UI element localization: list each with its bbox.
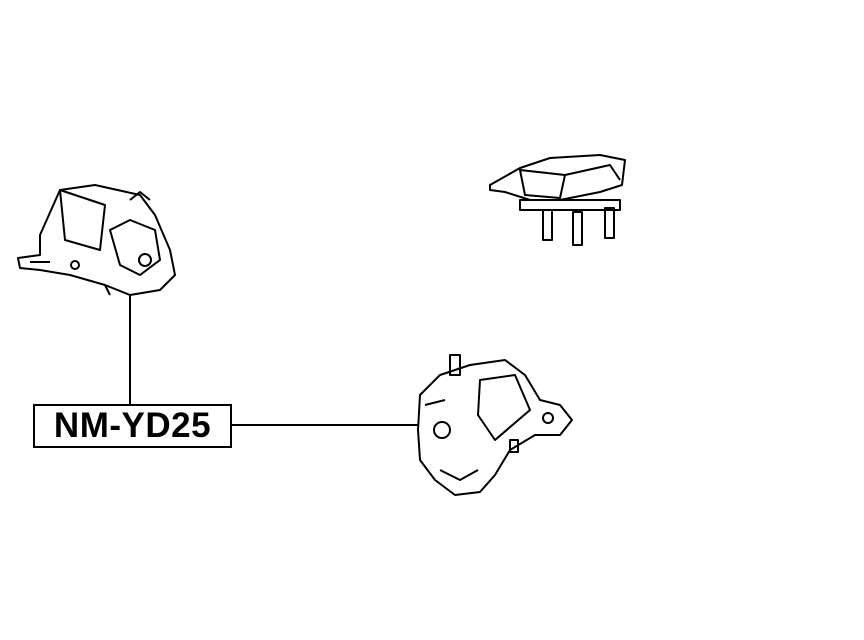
part-number-label: NM-YD25 [33, 404, 232, 448]
engine-mount-top-right [489, 154, 626, 246]
engine-mount-left [17, 184, 176, 296]
engine-mount-bottom-right [417, 354, 573, 496]
